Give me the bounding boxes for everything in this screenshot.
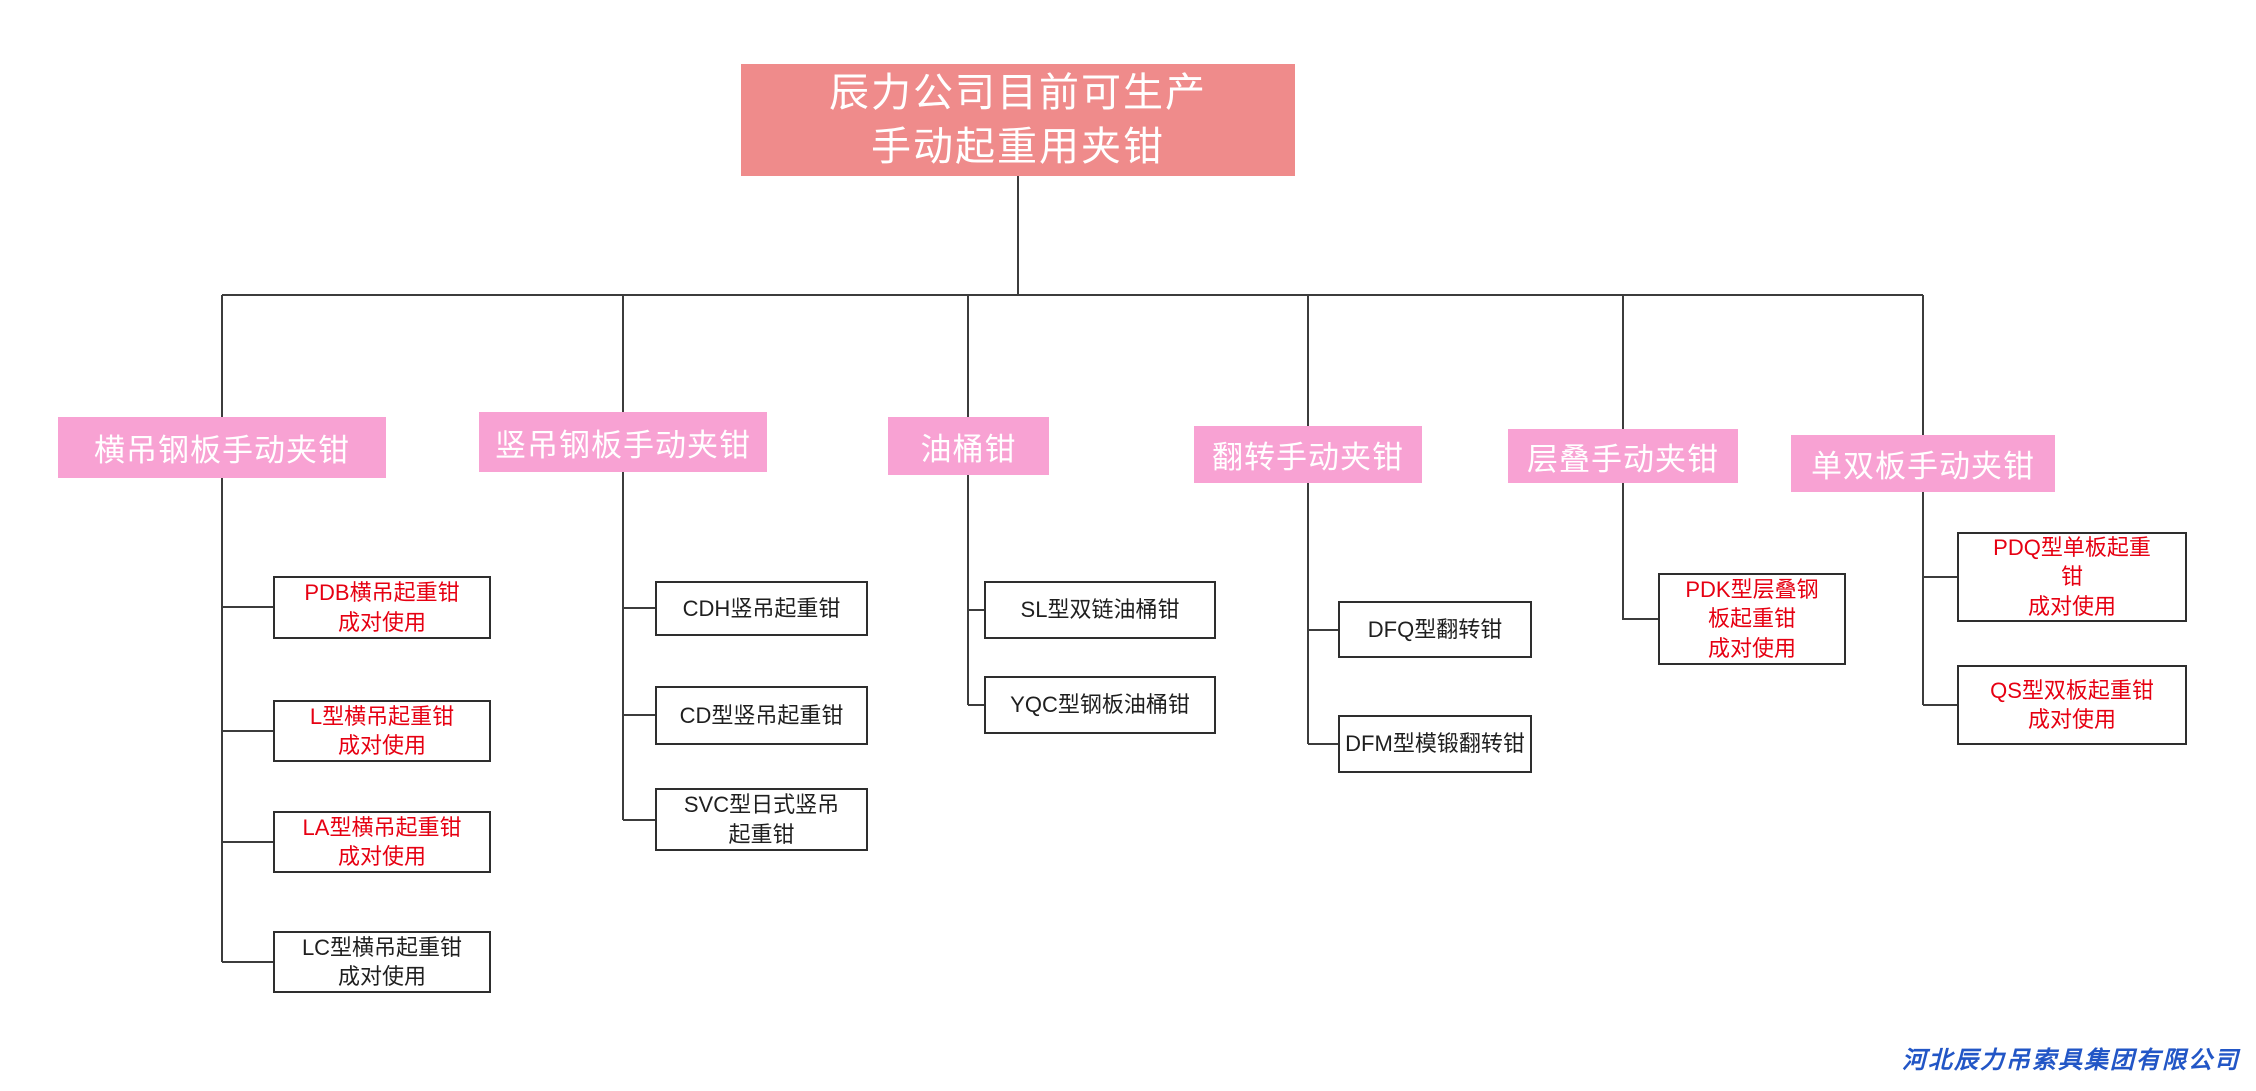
leaf-node-0-3: LC型横吊起重钳 成对使用 (273, 931, 491, 993)
leaf-node-2-0: SL型双链油桶钳 (984, 581, 1216, 639)
category-node-5: 单双板手动夹钳 (1791, 435, 2055, 492)
leaf-node-5-1: QS型双板起重钳 成对使用 (1957, 665, 2187, 745)
category-node-3: 翻转手动夹钳 (1194, 426, 1422, 483)
leaf-node-3-1: DFM型模锻翻转钳 (1338, 715, 1532, 773)
leaf-node-0-0: PDB横吊起重钳 成对使用 (273, 576, 491, 639)
leaf-node-0-1: L型横吊起重钳 成对使用 (273, 700, 491, 762)
leaf-node-1-1: CD型竖吊起重钳 (655, 686, 868, 745)
leaf-node-1-2: SVC型日式竖吊 起重钳 (655, 788, 868, 851)
category-node-4: 层叠手动夹钳 (1508, 429, 1738, 483)
leaf-node-5-0: PDQ型单板起重 钳 成对使用 (1957, 532, 2187, 622)
leaf-node-1-0: CDH竖吊起重钳 (655, 581, 868, 636)
category-node-0: 横吊钢板手动夹钳 (58, 417, 386, 478)
leaf-node-0-2: LA型横吊起重钳 成对使用 (273, 811, 491, 873)
root-node: 辰力公司目前可生产 手动起重用夹钳 (741, 64, 1295, 176)
category-node-2: 油桶钳 (888, 417, 1049, 475)
leaf-node-3-0: DFQ型翻转钳 (1338, 601, 1532, 658)
company-watermark: 河北辰力吊索具集团有限公司 (1902, 1045, 2240, 1074)
leaf-node-4-0: PDK型层叠钢 板起重钳 成对使用 (1658, 573, 1846, 665)
leaf-node-2-1: YQC型钢板油桶钳 (984, 676, 1216, 734)
category-node-1: 竖吊钢板手动夹钳 (479, 412, 767, 472)
